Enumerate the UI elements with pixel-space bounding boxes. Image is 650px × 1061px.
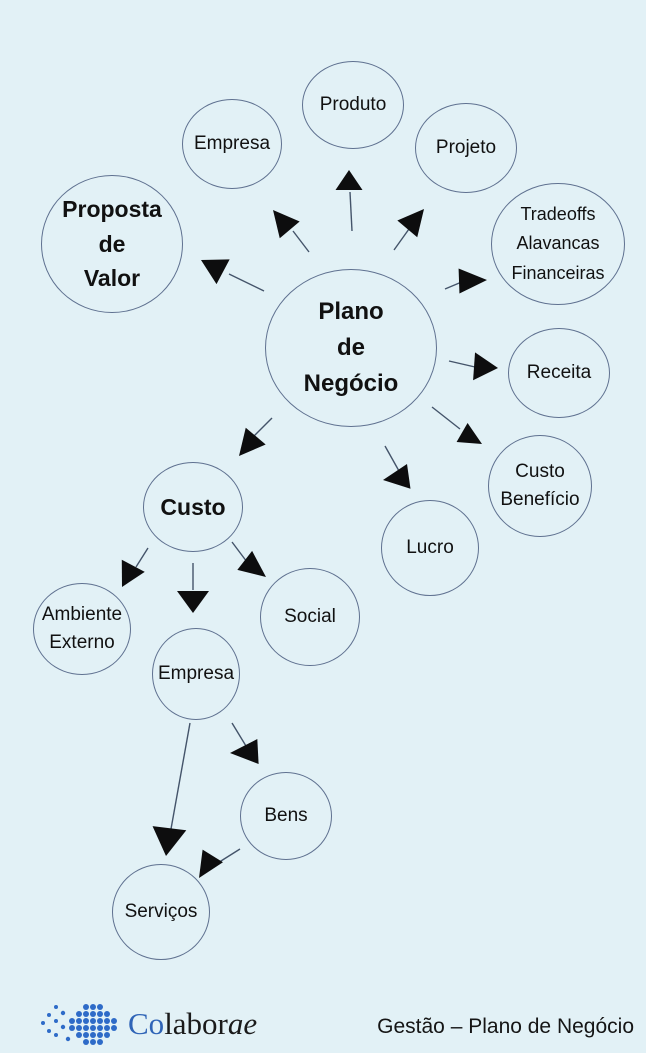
node-empresa-superior-label: Empresa [193,133,271,155]
logo-labor: labor [164,1006,228,1041]
node-ambiente-externo: Ambiente Externo [33,583,131,675]
node-receita: Receita [508,328,610,418]
node-custo-beneficio: Custo Benefício [488,435,592,537]
edge-plano-projeto [393,209,424,251]
edge-custo-social [231,541,266,577]
node-empresa-inferior-label: Empresa [157,663,235,685]
node-proposta-de-valor: Proposta de Valor [41,175,183,313]
node-social-label: Social [284,606,336,628]
edge-plano-produto [335,170,363,232]
node-tradeoffs-alavancas-financeiras: Tradeoffs Alavancas Financeiras [491,183,625,305]
edge-plano-tradeoffs [444,268,487,294]
node-bens: Bens [240,772,332,860]
node-produto-label: Produto [319,94,387,116]
page-margin-bottom [0,1053,650,1061]
node-projeto: Projeto [415,103,517,193]
node-lucro: Lucro [381,500,479,596]
edge-plano-custo-beneficio [431,406,482,444]
edge-plano-lucro [383,445,411,489]
node-receita-label: Receita [526,362,592,384]
node-plano-de-negocio: Plano de Negócio [265,269,437,427]
node-ambiente-externo-label: Ambiente Externo [41,604,123,653]
node-plano-de-negocio-label: Plano de Negócio [303,298,399,397]
node-social: Social [260,568,360,666]
node-bens-label: Bens [264,805,308,827]
colaborae-logo: Colaborae [40,1000,257,1048]
node-empresa-superior: Empresa [182,99,282,189]
edge-custo-empresa-inferior [177,563,209,613]
node-servicos-label: Serviços [124,901,198,923]
node-projeto-label: Projeto [435,137,497,159]
colaborae-dots-icon [41,1004,117,1045]
edge-empresa-bens [230,722,259,765]
logo-ae: ae [227,1006,258,1041]
slide-caption: Gestão – Plano de Negócio [377,1015,634,1038]
edge-plano-custo [239,417,273,456]
logo-co: Co [128,1006,165,1041]
edge-empresa-servicos [152,722,191,856]
node-servicos: Serviços [112,864,210,960]
edge-custo-ambiente [121,547,149,587]
node-custo: Custo [143,462,243,552]
edge-plano-empresa-superior [273,210,310,253]
node-custo-label: Custo [160,493,226,520]
node-custo-beneficio-label: Custo Benefício [500,461,580,510]
node-proposta-de-valor-label: Proposta de Valor [62,196,162,292]
node-lucro-label: Lucro [406,537,454,559]
node-empresa-inferior: Empresa [152,628,240,720]
node-produto: Produto [302,61,404,149]
page-margin-right [646,0,650,1061]
node-tradeoffs-label: Tradeoffs Alavancas Financeiras [511,204,605,283]
colaborae-wordmark: Colaborae [128,1006,257,1042]
edge-plano-proposta [201,259,265,292]
edge-plano-receita [448,352,498,381]
edge-bens-servicos [199,848,241,878]
